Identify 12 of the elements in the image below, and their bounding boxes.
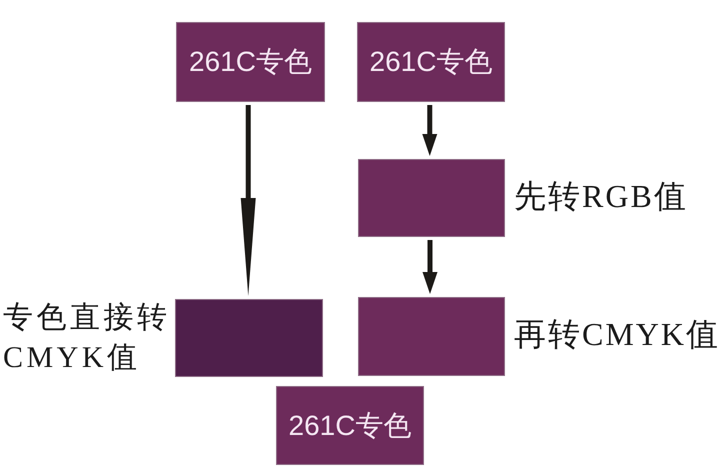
side-label: 再转CMYK值	[514, 315, 722, 354]
process-box: 261C专色	[357, 22, 505, 102]
process-box: 261C专色	[176, 22, 325, 102]
arrow	[422, 240, 438, 294]
process-box	[175, 299, 323, 377]
process-box	[358, 297, 505, 376]
process-box: 261C专色	[276, 386, 424, 465]
process-box	[358, 159, 505, 237]
arrow	[422, 105, 438, 156]
side-label: 专色直接转CMYK值	[3, 300, 172, 376]
arrow	[240, 105, 256, 296]
side-label: 先转RGB值	[514, 177, 689, 216]
